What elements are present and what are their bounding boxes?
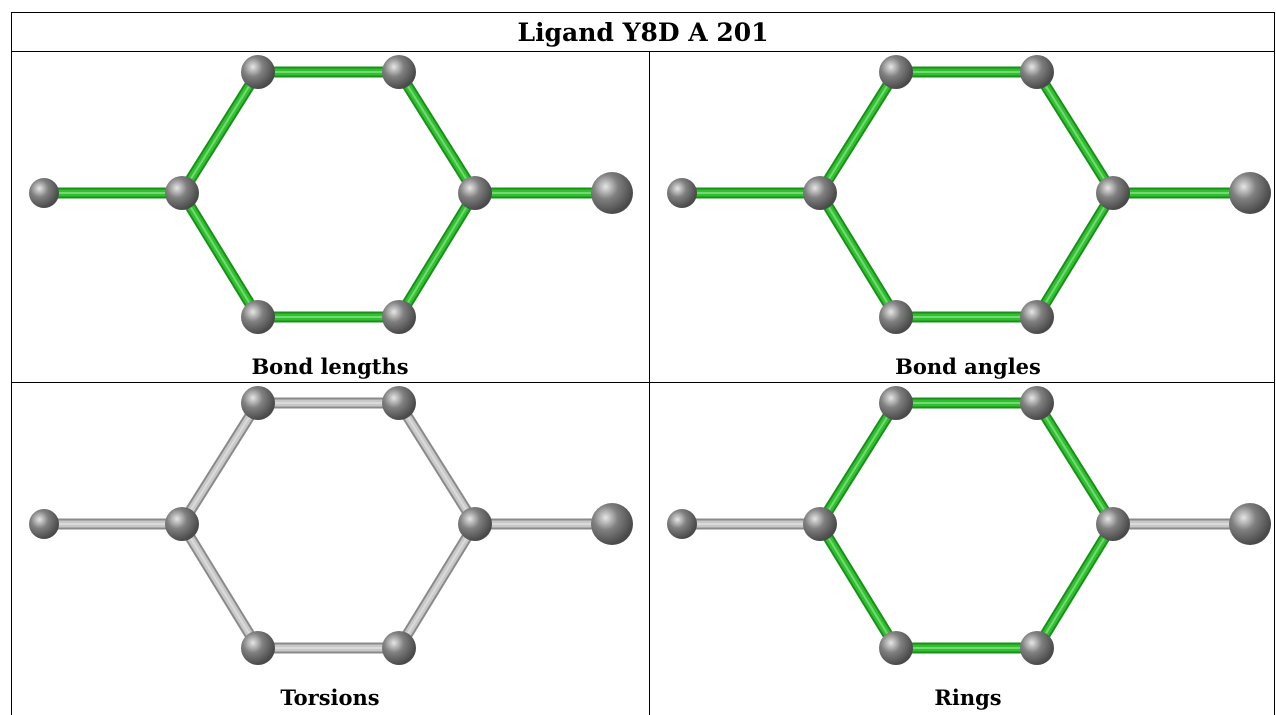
atom-right-sub (591, 172, 633, 214)
atom-ring-right (1096, 176, 1130, 210)
ligand-title: Ligand Y8D A 201 (517, 17, 769, 47)
atom-left-sub (667, 178, 697, 208)
atom-left-sub (667, 509, 697, 539)
panel-caption: Bond lengths (251, 353, 409, 379)
panel-bond-lengths: Bond lengths (12, 52, 648, 381)
atom-ring-right (458, 176, 492, 210)
panel-rings: Rings (650, 383, 1276, 712)
bond-ring-green (1032, 190, 1118, 320)
atom-ring-left (803, 507, 837, 541)
atom-ring-bottom-left (879, 631, 913, 665)
atom-left-sub (29, 178, 59, 208)
molecule-diagram (667, 386, 1271, 665)
panel-bond-angles: Bond angles (650, 52, 1276, 381)
atom-ring-left (803, 176, 837, 210)
bond-ring-green (815, 190, 901, 320)
atom-ring-bottom-left (879, 300, 913, 334)
atom-right-sub (1229, 503, 1271, 545)
bond-ring-green (815, 521, 901, 651)
atom-ring-top-right (382, 386, 416, 420)
bond-ring-grey (177, 400, 263, 527)
panel-torsions: Torsions (12, 383, 648, 712)
atom-right-sub (1229, 172, 1271, 214)
atom-right-sub (591, 503, 633, 545)
bond-ring-green (1032, 521, 1118, 651)
atom-ring-bottom-left (241, 300, 275, 334)
bond-ring-green (1032, 400, 1118, 527)
panel-caption: Rings (934, 684, 1002, 710)
atom-ring-bottom-right (1020, 300, 1054, 334)
bond-ring-grey (177, 521, 263, 651)
frame-right (1274, 12, 1275, 715)
atom-left-sub (29, 509, 59, 539)
frame-top (11, 12, 1275, 13)
bond-ring-green (394, 190, 480, 320)
atom-ring-top-right (1020, 386, 1054, 420)
atom-ring-bottom-right (382, 631, 416, 665)
atom-ring-right (458, 507, 492, 541)
bond-ring-grey (394, 521, 480, 651)
atom-ring-top-right (382, 55, 416, 89)
atom-ring-top-left (241, 55, 275, 89)
atom-ring-bottom-right (1020, 631, 1054, 665)
atom-ring-top-left (879, 386, 913, 420)
frame-left (11, 12, 12, 715)
bond-ring-grey (394, 400, 480, 527)
molecule-diagram (29, 55, 633, 334)
atom-ring-top-right (1020, 55, 1054, 89)
atom-ring-left (165, 507, 199, 541)
bond-ring-green (177, 190, 263, 320)
atom-ring-bottom-left (241, 631, 275, 665)
atom-ring-right (1096, 507, 1130, 541)
column-divider (649, 51, 650, 715)
bond-ring-green (1032, 69, 1118, 196)
atom-ring-bottom-right (382, 300, 416, 334)
atom-ring-top-left (241, 386, 275, 420)
bond-ring-green (815, 69, 901, 196)
atom-ring-left (165, 176, 199, 210)
molecule-diagram (667, 55, 1271, 334)
bond-ring-green (815, 400, 901, 527)
bond-ring-green (394, 69, 480, 196)
row-divider (11, 382, 1275, 383)
bond-ring-green (177, 69, 263, 196)
molecule-diagram (29, 386, 633, 665)
title-divider (11, 51, 1275, 52)
panel-caption: Bond angles (895, 353, 1041, 379)
atom-ring-top-left (879, 55, 913, 89)
panel-caption: Torsions (280, 684, 380, 710)
